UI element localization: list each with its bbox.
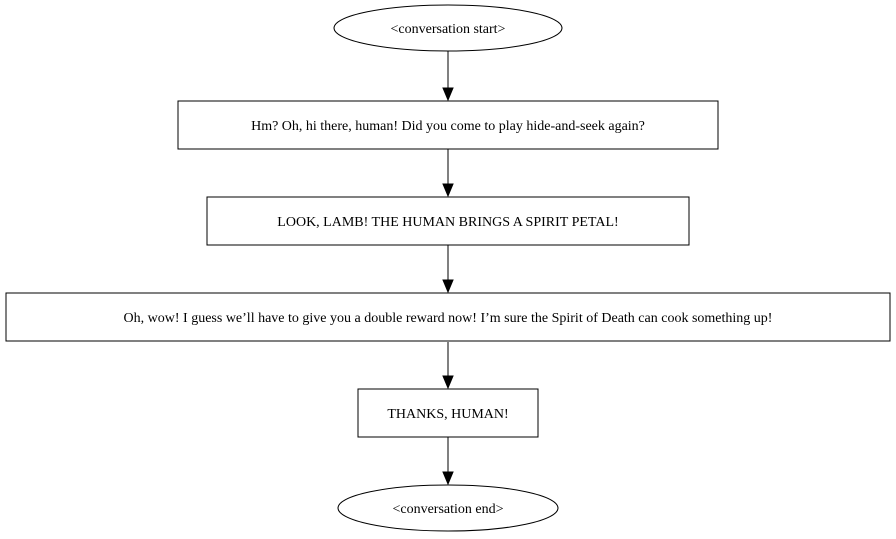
node-label: LOOK, LAMB! THE HUMAN BRINGS A SPIRIT PE… xyxy=(277,215,618,230)
node-label: <conversation start> xyxy=(391,22,506,37)
node-label: Hm? Oh, hi there, human! Did you come to… xyxy=(251,119,645,134)
edge-n3-to-n4 xyxy=(442,342,454,390)
node-dialogue-4: THANKS, HUMAN! xyxy=(357,388,539,438)
node-dialogue-3: Oh, wow! I guess we’ll have to give you … xyxy=(5,292,891,342)
node-dialogue-1: Hm? Oh, hi there, human! Did you come to… xyxy=(177,100,719,150)
node-dialogue-2: LOOK, LAMB! THE HUMAN BRINGS A SPIRIT PE… xyxy=(206,196,690,246)
edge-start-to-n1 xyxy=(442,51,454,102)
node-label: THANKS, HUMAN! xyxy=(387,407,508,422)
node-label: <conversation end> xyxy=(392,502,503,517)
edge-n2-to-n3 xyxy=(442,245,454,294)
node-label: Oh, wow! I guess we’ll have to give you … xyxy=(124,311,773,326)
node-conversation-end: <conversation end> xyxy=(337,484,559,532)
edge-n4-to-end xyxy=(442,437,454,486)
node-conversation-start: <conversation start> xyxy=(333,4,563,52)
edge-n1-to-n2 xyxy=(442,149,454,198)
